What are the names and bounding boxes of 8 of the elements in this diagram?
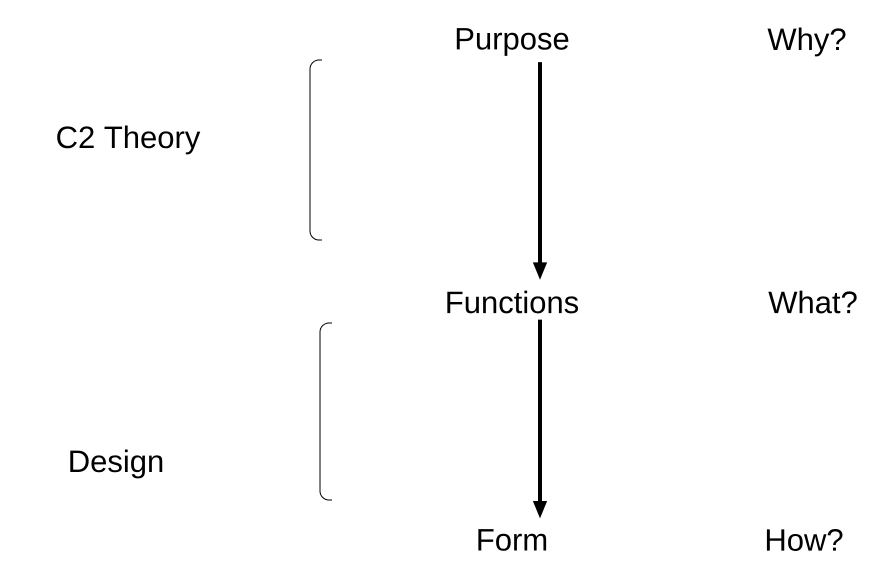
text-label: How? — [766, 529, 842, 551]
text-label: What? — [768, 290, 857, 314]
node-text: Functions — [447, 290, 578, 314]
node-text: Form — [478, 529, 546, 551]
text-label: Design — [70, 450, 162, 478]
text-label: C2 Theory — [57, 126, 200, 154]
text-label: Why? — [768, 28, 846, 56]
node-text: Purpose — [456, 28, 568, 56]
